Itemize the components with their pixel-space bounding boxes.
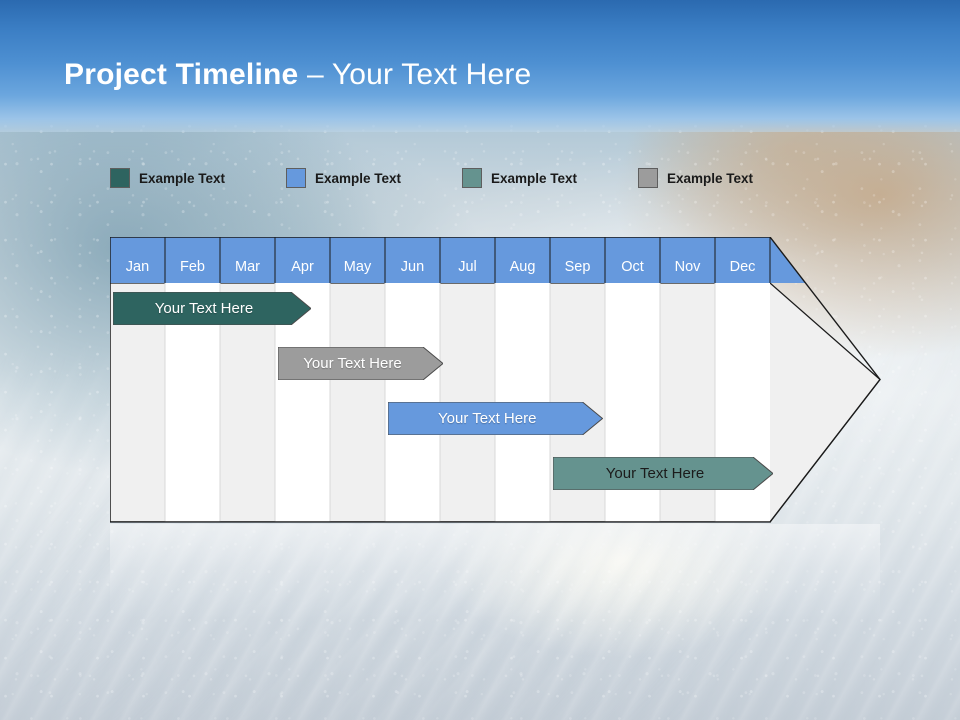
legend-item-label: Example Text <box>139 170 226 186</box>
timeline-bar-shape <box>113 292 311 325</box>
month-header-jun[interactable]: Jun <box>400 259 425 275</box>
legend: Example Text Example Text Example Text Exam… <box>110 168 830 198</box>
month-header-may[interactable]: May <box>343 259 372 275</box>
page-title-light: Your Text Here <box>331 58 532 91</box>
legend-item-label: Example Text <box>491 170 578 186</box>
timeline-outline <box>110 237 881 523</box>
month-header-aug[interactable]: Aug <box>509 259 536 275</box>
table-reflection-edge <box>110 522 770 523</box>
month-header-jul[interactable]: Jul <box>458 259 477 275</box>
title-banner <box>0 0 960 132</box>
timeline-bar-shape <box>278 347 443 380</box>
timeline-bar[interactable]: Your Text Here <box>553 457 773 490</box>
month-header-feb[interactable]: Feb <box>180 259 205 275</box>
color-swatch-icon <box>110 168 130 188</box>
page-title-strong: Project Timeline <box>64 58 299 91</box>
legend-item[interactable]: Example Text <box>286 168 401 188</box>
timeline-bar[interactable]: Your Text Here <box>278 347 443 380</box>
timeline-bar[interactable]: Your Text Here <box>388 402 603 435</box>
color-swatch-icon <box>462 168 482 188</box>
month-header-mar[interactable]: Mar <box>235 259 260 275</box>
timeline-bar-shape <box>553 457 773 490</box>
page-title: Project Timeline – Your Text Here <box>64 58 531 92</box>
month-header-sep[interactable]: Sep <box>564 259 591 275</box>
color-swatch-icon <box>286 168 306 188</box>
month-header-apr[interactable]: Apr <box>291 259 314 275</box>
legend-item[interactable]: Example Text <box>462 168 577 188</box>
legend-item[interactable]: Example Text <box>638 168 753 188</box>
legend-item[interactable]: Example Text <box>110 168 225 188</box>
timeline-bar[interactable]: Your Text Here <box>113 292 311 325</box>
color-swatch-icon <box>638 168 658 188</box>
month-header-jan[interactable]: Jan <box>125 259 150 275</box>
legend-item-label: Example Text <box>667 170 754 186</box>
timeline-bar-shape <box>388 402 603 435</box>
month-header-oct[interactable]: Oct <box>621 259 644 275</box>
page-title-dash: – <box>298 58 332 91</box>
month-header-band <box>110 237 806 283</box>
month-header-nov[interactable]: Nov <box>674 259 701 275</box>
legend-item-label: Example Text <box>315 170 402 186</box>
month-header-dec[interactable]: Dec <box>729 259 756 275</box>
